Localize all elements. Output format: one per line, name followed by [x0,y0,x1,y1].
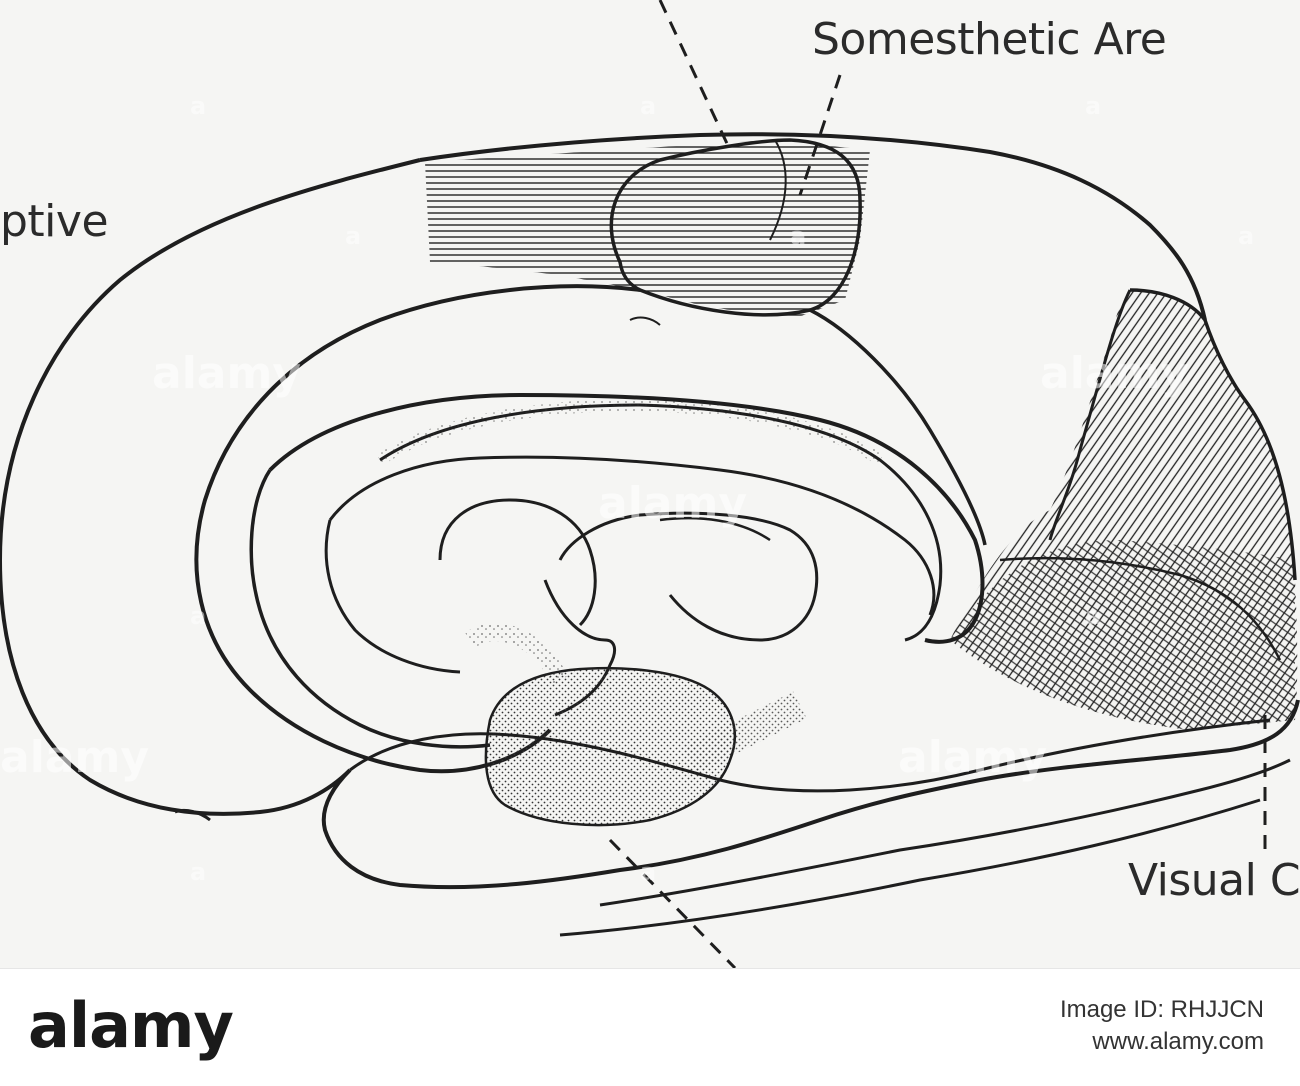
watermark-tile-3: a [1085,92,1102,120]
leader-line-top-left [658,0,732,151]
watermark-tile-6: a [1238,222,1255,250]
hemisphere-outline [0,158,1300,890]
watermark-tile-7: a [190,602,207,630]
watermark-tile-8: a [1085,602,1102,630]
stock-footer-bar: alamy Image ID: RHJJCN www.alamy.com [0,968,1300,1086]
visual-cortex-label: Visual Co [1128,855,1300,906]
somesthetic-area-label: Somesthetic Are [812,14,1167,65]
temporal-lobe-folds [349,718,1271,793]
footer-meta: Image ID: RHJJCN www.alamy.com [1060,995,1264,1059]
alamy-logo: alamy [28,989,234,1062]
leader-line-somesthetic [798,74,842,196]
watermark-tile-1: a [190,92,207,120]
watermark-tile-2: a [640,92,657,120]
image-id-text: Image ID: RHJJCN [1059,996,1264,1023]
watermark-tile-5: a [790,222,807,250]
somesthetic-hatched-region [425,140,870,320]
leader-line-bottom [608,838,737,968]
site-url-text: www.alamy.com [1092,1028,1264,1055]
parahippocampal-stippled-region [484,666,737,827]
watermark-tile-10: a [640,858,657,886]
watermark-tile-4: a [345,222,362,250]
thalamus-outline [438,498,597,627]
diagram-figure: Somesthetic Are ptive Visual Co alamy al… [0,0,1300,968]
receptive-area-label: ptive [0,196,109,247]
somesthetic-lobule-outline [609,138,862,317]
watermark-tile-9: a [190,858,207,886]
corpus-callosum [268,392,985,644]
brain-medial-surface-drawing [0,0,1300,968]
cingulate-gyrus-outline [194,284,641,774]
